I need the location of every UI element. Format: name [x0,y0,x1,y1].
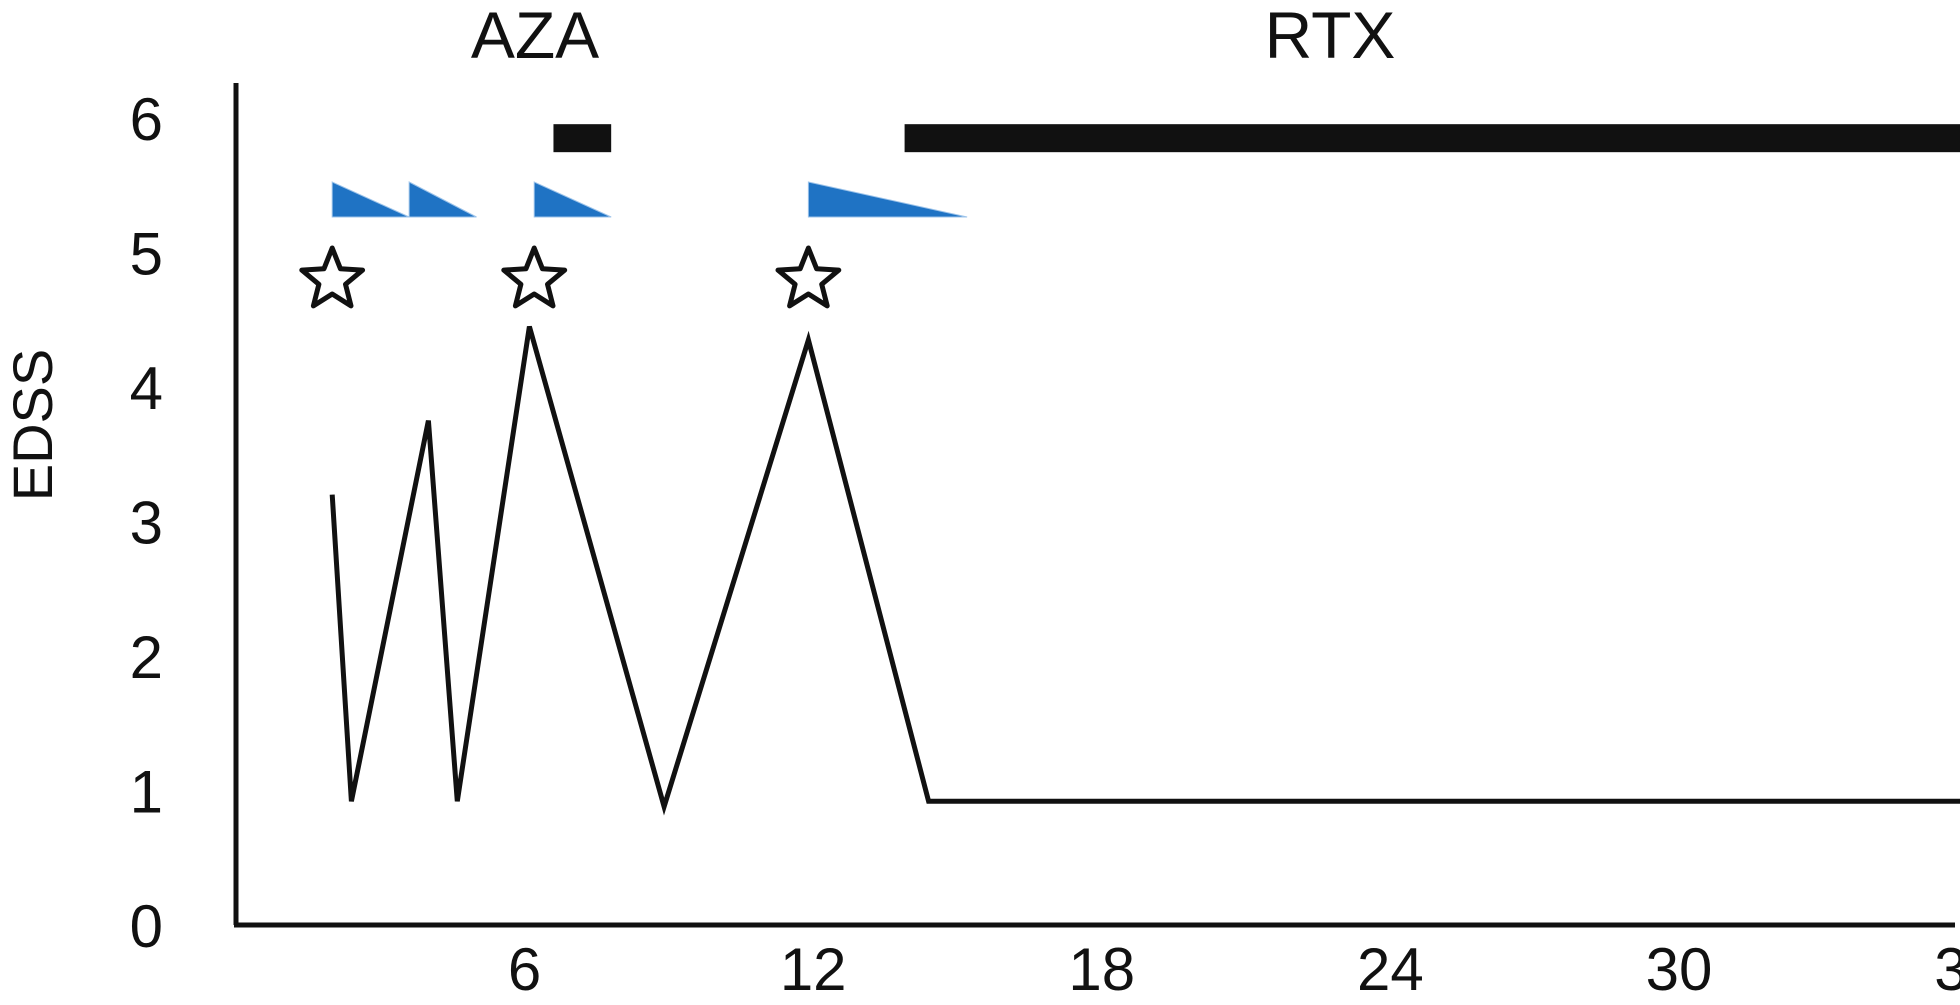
x-tick-label: 30 [1646,936,1713,1000]
steroid-taper-wedge [534,182,611,217]
treatment-bars: AZA RTX [471,0,1960,152]
y-tick-label: 6 [130,86,163,153]
edss-line [332,327,1960,807]
x-tick-label: 18 [1068,936,1135,1000]
y-tick-label: 0 [130,893,163,960]
treatment-label: AZA [471,0,599,72]
steroid-taper-wedge [332,182,409,217]
relapse-star-icon [504,248,565,306]
edss-line-series [332,326,1960,806]
y-tick-label: 3 [130,490,163,557]
y-tick-label: 5 [130,221,163,288]
x-tick-label: 36 [1934,936,1960,1000]
relapse-star-icon [778,248,839,306]
steroid-taper-wedge [409,182,476,217]
relapse-markers [302,248,839,306]
steroid-taper-wedge [808,182,967,217]
relapse-star-icon [302,248,363,306]
treatment-bar [905,124,1960,152]
y-tick-label: 1 [130,759,163,826]
x-tick-label: 12 [780,936,847,1000]
treatment-label: RTX [1265,0,1396,72]
y-tick-label: 2 [130,624,163,691]
y-tick-label: 4 [130,355,163,422]
steroid-tapers [332,182,967,217]
y-axis-label: EDSS [1,349,64,502]
x-tick-label: 24 [1357,936,1424,1000]
treatment-bar [553,124,611,152]
x-tick-label: 6 [508,936,541,1000]
